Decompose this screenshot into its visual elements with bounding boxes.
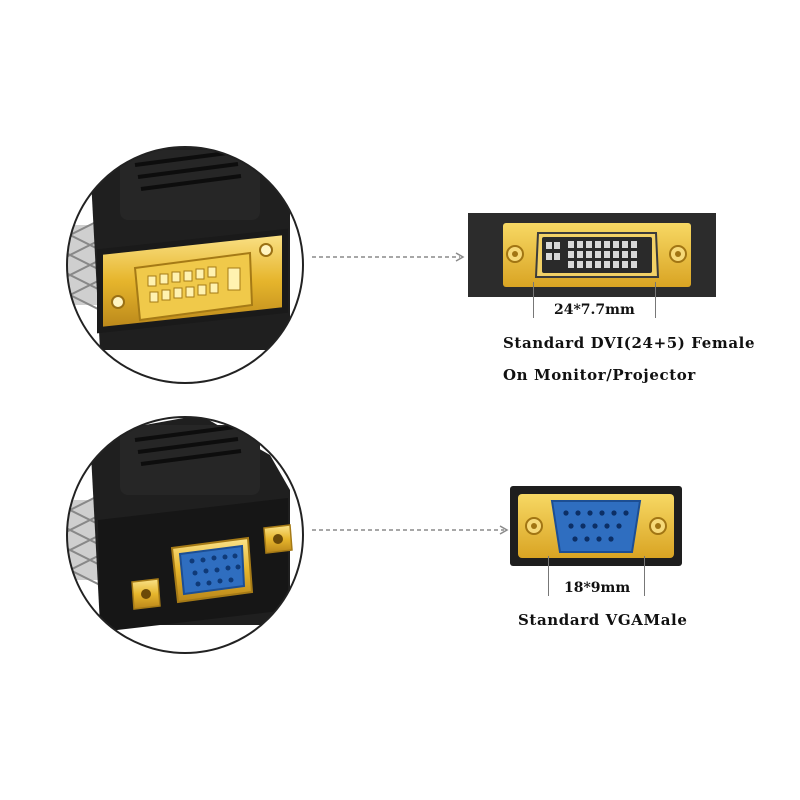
dvi-dimension-line-right xyxy=(655,282,656,318)
vga-pointer-arrow xyxy=(312,525,509,535)
dvi-pointer-arrow xyxy=(312,252,465,262)
vga-dimension-label: 18*9mm xyxy=(564,580,631,596)
vga-connector-closeup xyxy=(66,416,304,654)
dvi-female-port-diagram xyxy=(468,213,716,297)
dvi-description-line2: On Monitor/Projector xyxy=(503,366,696,384)
vga-dimension-line-left xyxy=(548,556,549,596)
dvi-description-line1: Standard DVI(24+5) Female xyxy=(503,334,756,352)
dvi-dimension-label: 24*7.7mm xyxy=(554,302,635,318)
vga-dimension-line-right xyxy=(644,556,645,596)
dvi-connector-closeup xyxy=(66,146,304,384)
dvi-dimension-line-left xyxy=(533,282,534,318)
vga-male-port-diagram xyxy=(510,486,682,566)
vga-description: Standard VGAMale xyxy=(518,611,688,629)
